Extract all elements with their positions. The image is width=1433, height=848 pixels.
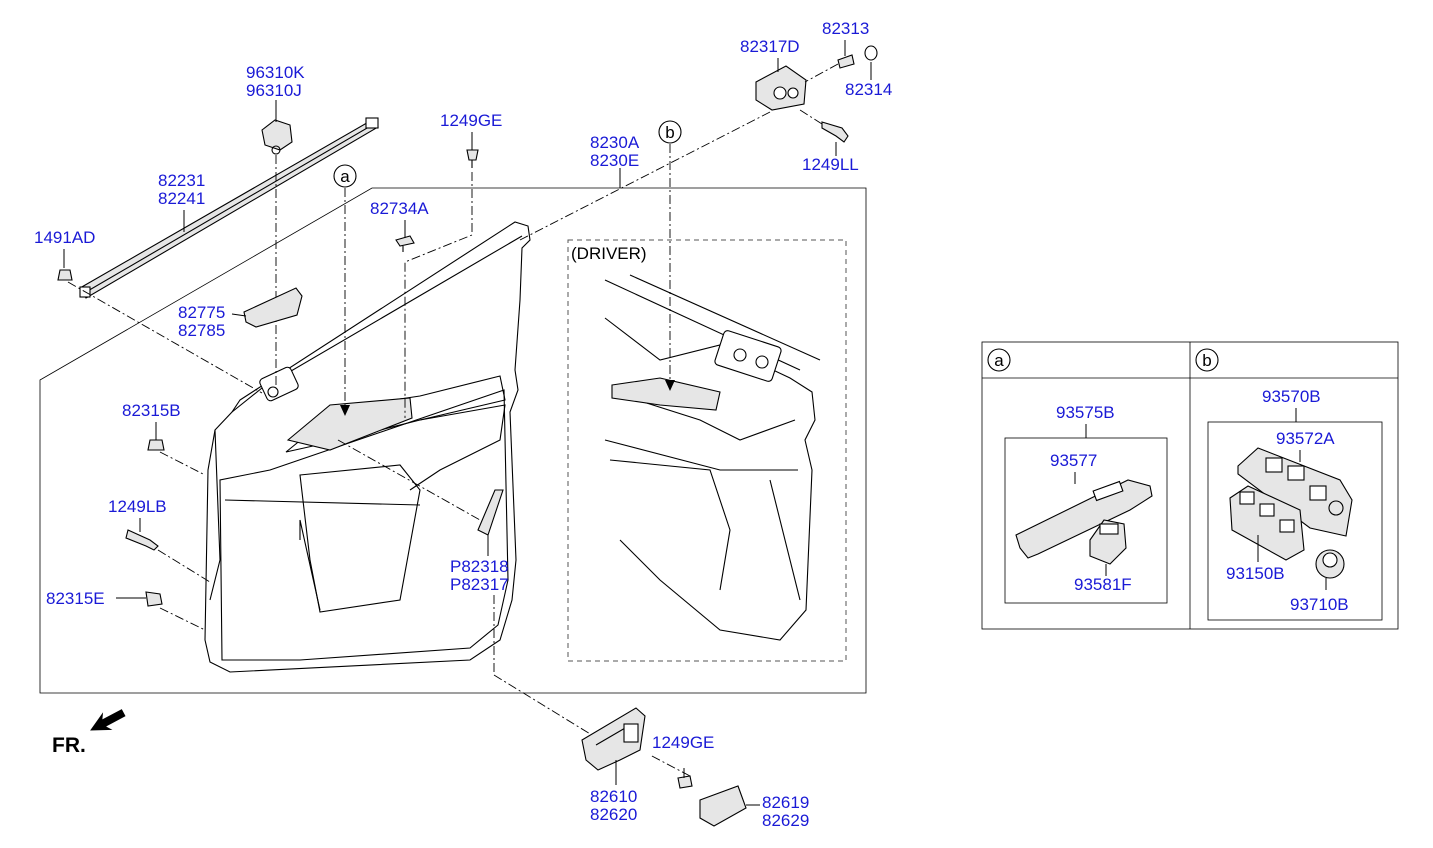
label-93710b[interactable]: 93710B bbox=[1290, 595, 1349, 614]
label-93570b[interactable]: 93570B bbox=[1262, 387, 1321, 406]
label-93581f[interactable]: 93581F bbox=[1074, 575, 1132, 594]
label-8230a[interactable]: 8230A bbox=[590, 133, 640, 152]
label-82629[interactable]: 82629 bbox=[762, 811, 809, 830]
label-1491ad[interactable]: 1491AD bbox=[34, 228, 95, 247]
part-82315b bbox=[147, 439, 206, 476]
label-82619[interactable]: 82619 bbox=[762, 793, 809, 812]
callout-a-letter: a bbox=[340, 167, 350, 186]
label-82231[interactable]: 82231 bbox=[158, 171, 205, 190]
part-1249ge-bottom bbox=[649, 754, 693, 789]
label-1249ge-bottom[interactable]: 1249GE bbox=[652, 733, 714, 752]
driver-detail-drawing bbox=[604, 274, 821, 641]
label-p82317[interactable]: P82317 bbox=[450, 575, 509, 594]
legend-a-letter: a bbox=[994, 351, 1004, 370]
label-93572a[interactable]: 93572A bbox=[1276, 429, 1335, 448]
legend-b-circle bbox=[1195, 348, 1219, 372]
front-label: FR. bbox=[52, 734, 86, 757]
front-arrow-icon bbox=[90, 709, 126, 731]
part-82734a bbox=[395, 235, 415, 252]
label-1249ge-top[interactable]: 1249GE bbox=[440, 111, 502, 130]
label-1249ll[interactable]: 1249LL bbox=[802, 155, 859, 174]
door-trim-panel bbox=[204, 221, 531, 673]
label-93575b[interactable]: 93575B bbox=[1056, 403, 1115, 422]
part-82775 bbox=[243, 287, 303, 328]
part-82619 bbox=[699, 785, 747, 827]
part-82315e bbox=[145, 591, 206, 631]
label-93150b[interactable]: 93150B bbox=[1226, 564, 1285, 583]
legend-table: a b 93575B 93577 93581F 93570B 93572A bbox=[981, 341, 1399, 630]
driver-detail-box bbox=[567, 239, 847, 662]
part-82610 bbox=[581, 707, 646, 785]
label-82317d[interactable]: 82317D bbox=[740, 37, 800, 56]
label-82785[interactable]: 82785 bbox=[178, 321, 225, 340]
label-1249lb[interactable]: 1249LB bbox=[108, 497, 167, 516]
label-82734a[interactable]: 82734A bbox=[370, 199, 429, 218]
label-82314[interactable]: 82314 bbox=[845, 80, 892, 99]
label-93577[interactable]: 93577 bbox=[1050, 451, 1097, 470]
label-82610[interactable]: 82610 bbox=[590, 787, 637, 806]
legend-b-letter: b bbox=[1202, 351, 1211, 370]
part-96310k bbox=[261, 119, 293, 385]
callout-b-group bbox=[665, 144, 675, 391]
callout-a-group bbox=[340, 188, 350, 416]
part-82317d bbox=[519, 45, 878, 241]
label-82241[interactable]: 82241 bbox=[158, 189, 205, 208]
callout-a-circle bbox=[333, 164, 357, 188]
part-93710b bbox=[1315, 549, 1345, 579]
callout-b-circle bbox=[658, 120, 682, 144]
label-82775[interactable]: 82775 bbox=[178, 303, 225, 322]
label-driver: (DRIVER) bbox=[571, 244, 647, 263]
callout-b-letter: b bbox=[665, 123, 674, 142]
part-1491ad bbox=[57, 269, 263, 394]
label-96310k[interactable]: 96310K bbox=[246, 63, 305, 82]
label-8230e[interactable]: 8230E bbox=[590, 151, 639, 170]
part-93577 bbox=[1015, 479, 1153, 559]
legend-a-circle bbox=[987, 348, 1011, 372]
label-82315b[interactable]: 82315B bbox=[122, 401, 181, 420]
assembly-frame bbox=[39, 187, 867, 694]
part-93150b bbox=[1229, 485, 1305, 561]
label-p82318[interactable]: P82318 bbox=[450, 557, 509, 576]
part-1249ge-top bbox=[404, 149, 479, 418]
part-1249lb bbox=[125, 529, 211, 583]
part-93581f bbox=[1089, 519, 1127, 565]
label-82620[interactable]: 82620 bbox=[590, 805, 637, 824]
label-82313[interactable]: 82313 bbox=[822, 19, 869, 38]
label-82315e[interactable]: 82315E bbox=[46, 589, 105, 608]
label-96310j[interactable]: 96310J bbox=[246, 81, 302, 100]
part-93572a bbox=[1237, 447, 1353, 537]
